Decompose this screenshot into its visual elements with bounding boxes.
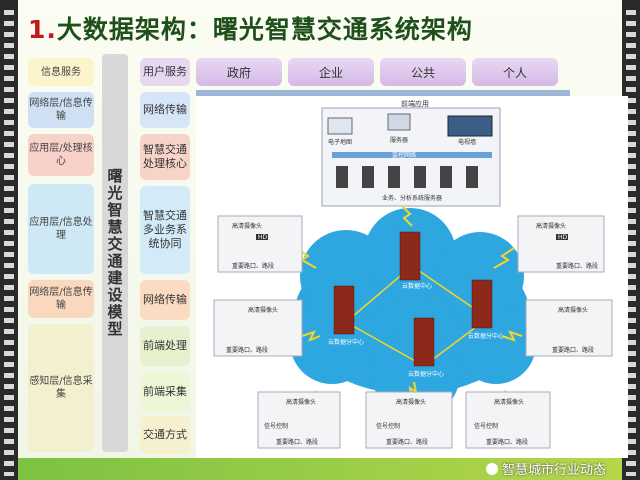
vertical-model-title: 曙光智慧交通建设模型 — [105, 168, 124, 338]
center-node-west: 云数据分中心 — [328, 338, 364, 346]
svg-text:HD: HD — [558, 234, 568, 241]
svg-text:重要路口、路段: 重要路口、路段 — [276, 438, 318, 446]
monitor-network-bar — [332, 152, 492, 158]
camera-cluster-s: 高清摄像头 信号控制 重要路口、路段 — [365, 391, 453, 449]
category-government: 政府 — [196, 58, 282, 86]
svg-text:信号控制: 信号控制 — [264, 422, 288, 430]
camera-cluster-sw: 高清摄像头 信号控制 重要路口、路段 — [257, 391, 341, 449]
biz-server-label: 业务、分析系统服务器 — [382, 194, 442, 202]
watermark-text: 智慧城市行业动态 — [501, 463, 606, 478]
svg-text:高清摄像头: 高清摄像头 — [558, 306, 588, 314]
center-node-south: 云数据分中心 — [408, 370, 444, 378]
diagram-svg: 前端应用 电子地图 服务器 电视墙 监控网络 业务、分析系统服务器 — [213, 99, 613, 449]
svg-text:高清摄像头: 高清摄像头 — [286, 398, 316, 406]
film-strip-left — [0, 0, 18, 480]
svg-text:重要路口、路段: 重要路口、路段 — [386, 438, 428, 446]
center-node-east: 云数据分中心 — [468, 332, 504, 340]
title-text: 大数据架构：曙光智慧交通系统架构 — [56, 15, 473, 44]
left-layer-box: 感知层/信息采集 — [28, 324, 94, 452]
server-box — [387, 113, 411, 131]
svg-text:重要路口、路段: 重要路口、路段 — [232, 262, 274, 270]
svg-text:信号控制: 信号控制 — [376, 422, 400, 430]
category-enterprise: 企业 — [288, 58, 374, 86]
mid-item-box: 交通方式 — [140, 416, 190, 454]
mid-item-box: 网络传输 — [140, 280, 190, 320]
slide-title: 1.大数据架构：曙光智慧交通系统架构 — [28, 10, 473, 46]
svg-text:重要路口、路段: 重要路口、路段 — [486, 438, 528, 446]
bottom-bar: 智慧城市行业动态 — [18, 458, 622, 480]
svg-text:信号控制: 信号控制 — [474, 422, 498, 430]
mid-item-box: 用户服务 — [140, 58, 190, 86]
vertical-model-bar: 曙光智慧交通建设模型 — [102, 54, 128, 452]
tv-wall-label: 电视墙 — [458, 138, 476, 146]
server-label: 服务器 — [390, 136, 408, 144]
left-layer-box: 应用层/处理核心 — [28, 134, 94, 176]
left-layer-box: 网络层/信息传输 — [28, 92, 94, 128]
tv-wall — [447, 115, 493, 137]
left-layer-box: 网络层/信息传输 — [28, 280, 94, 318]
network-strip — [196, 90, 570, 98]
svg-text:重要路口、路段: 重要路口、路段 — [552, 346, 594, 354]
slide: 1.大数据架构：曙光智慧交通系统架构 信息服务 网络层/信息传输 应用层/处理核… — [18, 0, 628, 480]
camera-cluster-w: 高清摄像头 重要路口、路段 — [213, 299, 303, 357]
server-row — [336, 166, 478, 188]
category-individual: 个人 — [472, 58, 558, 86]
svg-text:重要路口、路段: 重要路口、路段 — [226, 346, 268, 354]
svg-text:高清摄像头: 高清摄像头 — [248, 306, 278, 314]
wechat-icon — [485, 463, 498, 475]
monitor-network-label: 监控网络 — [392, 151, 416, 159]
mid-item-box: 智慧交通多业务系统协同 — [140, 186, 190, 274]
svg-text:HD: HD — [258, 234, 268, 241]
emap-label: 电子地图 — [328, 138, 352, 146]
camera-cluster-se: 高清摄像头 信号控制 重要路口、路段 — [465, 391, 551, 449]
mid-item-box: 智慧交通处理核心 — [140, 134, 190, 180]
watermark: 智慧城市行业动态 — [485, 459, 606, 478]
camera-cluster-e: 高清摄像头 重要路口、路段 — [525, 299, 613, 357]
svg-text:高清摄像头: 高清摄像头 — [232, 222, 262, 230]
svg-text:重要路口、路段: 重要路口、路段 — [556, 262, 598, 270]
left-layer-box: 信息服务 — [28, 58, 94, 86]
title-number: 1. — [28, 15, 57, 44]
center-node-main: 云数据中心 — [402, 282, 432, 290]
mid-item-box: 前端采集 — [140, 372, 190, 412]
front-app-label: 前端应用 — [401, 99, 429, 108]
left-layer-box: 应用层/信息处理 — [28, 184, 94, 274]
svg-text:高清摄像头: 高清摄像头 — [396, 398, 426, 406]
mid-item-box: 前端处理 — [140, 326, 190, 366]
camera-cluster-nw: 高清摄像头 HD 重要路口、路段 — [217, 215, 303, 273]
camera-cluster-ne: 高清摄像头 HD 重要路口、路段 — [517, 215, 605, 273]
rack-group — [333, 231, 493, 367]
emap-screen — [327, 117, 353, 135]
mid-item-box: 网络传输 — [140, 92, 190, 128]
svg-text:高清摄像头: 高清摄像头 — [536, 222, 566, 230]
category-public: 公共 — [380, 58, 466, 86]
architecture-diagram: 前端应用 电子地图 服务器 电视墙 监控网络 业务、分析系统服务器 — [196, 96, 628, 458]
svg-text:高清摄像头: 高清摄像头 — [494, 398, 524, 406]
